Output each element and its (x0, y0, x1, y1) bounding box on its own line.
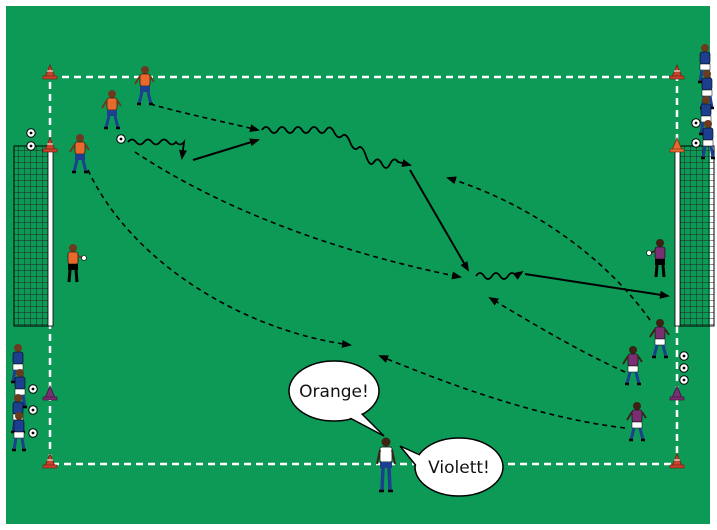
callout-orange: Orange! (288, 360, 385, 437)
ball-icon (679, 375, 689, 385)
ball-icon (26, 128, 36, 138)
ball-icon (679, 351, 689, 361)
shot-arrow (524, 273, 670, 299)
ball-icon (116, 134, 126, 144)
dribble-arrow (475, 270, 524, 280)
ball-icon (28, 405, 38, 415)
goal-icon (674, 145, 715, 327)
ball-icon (691, 118, 701, 128)
ball-icon (28, 384, 38, 394)
ball-icon (679, 363, 689, 373)
coach-icon (376, 437, 396, 493)
callout-violet-text: Violett! (428, 458, 490, 478)
pass-arrow (378, 355, 626, 429)
pass-arrow (149, 103, 260, 133)
goal-icon (13, 145, 54, 327)
ball-icon (28, 428, 38, 438)
callout-violet: Violett! (399, 437, 504, 497)
dribble-arrow (261, 126, 412, 169)
pitch-background (6, 6, 710, 524)
ball-icon (691, 138, 701, 148)
pass-arrow (446, 176, 651, 321)
dribble-arrow (127, 138, 187, 160)
pass-arrow (134, 151, 462, 280)
callout-orange-text: Orange! (299, 382, 369, 402)
pass-arrow (488, 296, 626, 373)
run-arrow (192, 138, 260, 161)
run-arrow (409, 169, 470, 272)
pass-arrow (87, 169, 352, 348)
ball-icon (26, 141, 36, 151)
